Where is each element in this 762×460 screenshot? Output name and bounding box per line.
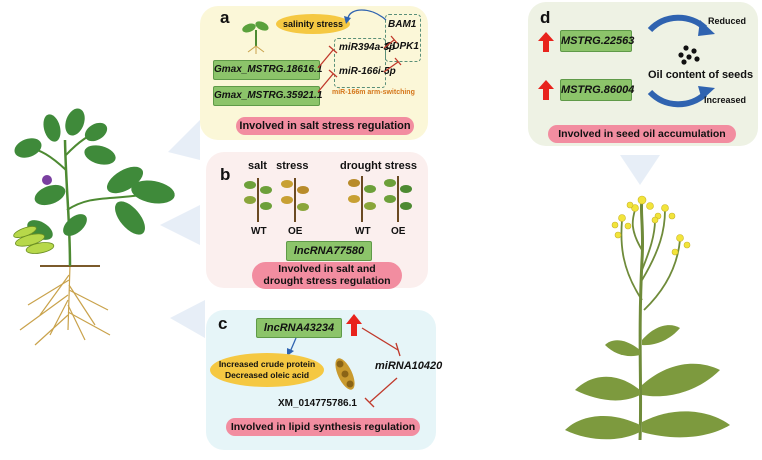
seed-dots-icon [678, 45, 700, 65]
salinity-stress-oval: salinity stress [276, 14, 350, 34]
panel-c-letter: c [218, 314, 228, 333]
panel-a-summary: Involved in salt stress regulation [236, 117, 414, 135]
wt-label-salt: WT [251, 226, 267, 237]
target-gene-box [385, 14, 421, 62]
panel-d [528, 2, 758, 146]
mstrg86004-box: MSTRG.86004 [560, 79, 634, 101]
bam1-label: BAM1 [388, 19, 417, 30]
reduced-label: Reduced [708, 16, 747, 26]
drought-stress-heading: drought stress [340, 160, 418, 172]
lncrna43234-box: lncRNA43234 [256, 318, 342, 338]
panel-b-summary-line1: Involved in salt and [278, 263, 376, 275]
protein-oil-effect-oval: Increased crude protein Decreased oleic … [210, 353, 324, 387]
mir166-label: miR-166i-5p [339, 66, 396, 77]
panel-b-summary: Involved in salt and drought stress regu… [252, 262, 402, 289]
increased-label: Increased [704, 95, 747, 105]
effect-line2: Decreased oleic acid [224, 370, 310, 380]
gene-box-35921: Gmax_MSTRG.35921.1 [213, 86, 322, 106]
oe-label-salt: OE [288, 226, 303, 237]
mirna10420-label: miRNA10420 [375, 360, 443, 372]
rapeseed-plant-illustration [565, 195, 730, 441]
mir394-label: miR394a-3p [339, 42, 396, 53]
panel-d-summary: Involved in seed oil accumulation [548, 125, 736, 143]
panel-a-letter: a [220, 8, 230, 27]
lncrna77580-box: lncRNA77580 [286, 241, 372, 261]
soybean-plant-illustration [13, 108, 175, 346]
cdpk1-label: CDPK1 [385, 41, 419, 52]
panel-b-letter: b [220, 165, 231, 184]
effect-line1: Increased crude protein [218, 359, 316, 369]
gene-box-18616: Gmax_MSTRG.18616.1 [213, 60, 322, 80]
upregulation-arrow-1 [538, 32, 554, 52]
wt-label-drought: WT [355, 226, 371, 237]
arm-switching-label: miR-166m arm-switching [332, 89, 415, 96]
target-xm-label: XM_014775786.1 [278, 398, 357, 409]
salinity-stress-label: salinity stress [282, 19, 344, 29]
soybean-pod-icon [335, 358, 355, 390]
mirna-box [334, 38, 386, 88]
panel-d-letter: d [540, 8, 551, 27]
oil-content-label: Oil content of seeds [648, 69, 754, 81]
salt-stress-heading: salt stress [248, 160, 309, 172]
panel-c-summary: Involved in lipid synthesis regulation [226, 418, 420, 436]
seedling-icon [242, 21, 269, 54]
upregulation-arrow [346, 314, 362, 336]
mstrg22563-box: MSTRG.22563 [560, 30, 634, 52]
upregulation-arrow-2 [538, 80, 554, 100]
oe-label-drought: OE [391, 226, 406, 237]
panel-b-summary-line2: drought stress regulation [263, 275, 391, 287]
